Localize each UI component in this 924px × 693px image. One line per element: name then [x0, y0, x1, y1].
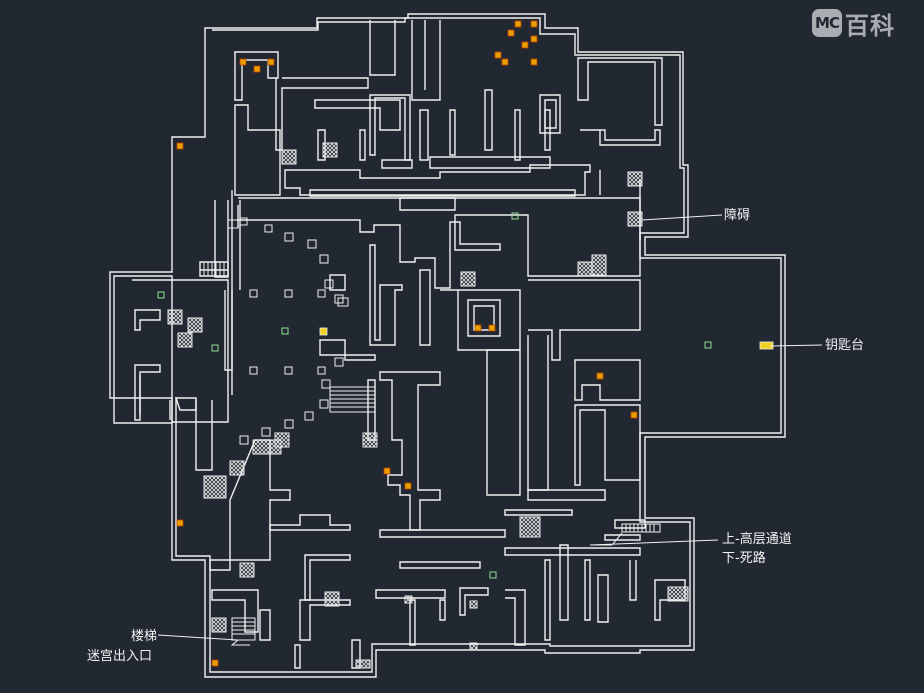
mcbaike-watermark: MC 百科 — [812, 6, 895, 40]
label-stairs: 楼梯 — [131, 629, 158, 644]
label-obstacle: 障碍 — [724, 208, 751, 223]
label-passage-up: 上-高层通道 — [722, 532, 792, 547]
pillar-blocks — [227, 217, 349, 445]
watermark-text: 百科 — [845, 11, 895, 40]
label-key-altar: 钥匙台 — [825, 338, 865, 353]
green-marker-icon — [157, 212, 712, 579]
label-passage-down: 下-死路 — [722, 551, 766, 566]
stairs-icon — [199, 261, 661, 641]
obstacle-icon — [167, 142, 689, 669]
label-maze-entrance: 迷宫出入口 — [87, 649, 153, 664]
maze-walls — [109, 13, 786, 678]
mc-logo-icon: MC — [812, 9, 842, 37]
chest-icon — [176, 20, 638, 667]
callout-lines — [157, 214, 823, 646]
